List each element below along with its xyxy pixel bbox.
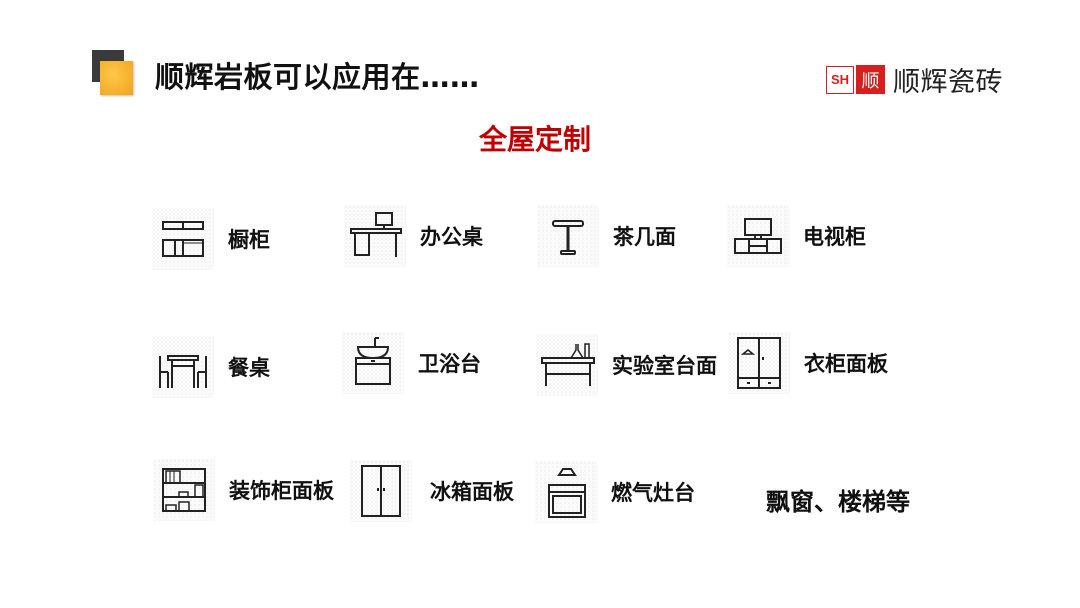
item-label: 办公桌 [420, 225, 483, 249]
item-decorative-cabinet: 装饰柜面板 [153, 459, 334, 521]
item-label: 实验室台面 [612, 354, 717, 378]
item-dining-table: 餐桌 [152, 336, 270, 398]
item-label: 橱柜 [228, 228, 270, 252]
item-wardrobe: 衣柜面板 [728, 332, 888, 394]
bullet-front-square [100, 61, 133, 95]
item-office-desk: 办公桌 [344, 205, 483, 267]
item-refrigerator-panel: 冰箱面板 [350, 460, 514, 522]
stove-icon [535, 461, 597, 523]
item-label: 电视柜 [803, 225, 866, 249]
wardrobe-icon [728, 332, 790, 394]
bathroom-vanity-icon [342, 332, 404, 394]
item-label: 燃气灶台 [611, 481, 695, 505]
item-label: 餐桌 [228, 356, 270, 380]
logo-sh-badge: SH [826, 65, 854, 94]
office-desk-icon [344, 205, 406, 267]
item-label: 装饰柜面板 [229, 479, 334, 503]
item-tv-cabinet: 电视柜 [727, 205, 866, 267]
page-title: 顺辉岩板可以应用在…… [155, 60, 480, 94]
section-title: 全屋定制 [478, 123, 591, 156]
tv-cabinet-icon [727, 205, 789, 267]
logo-brand-name: 顺辉瓷砖 [893, 67, 1003, 98]
item-gas-stove: 燃气灶台 [535, 461, 695, 523]
kitchen-cabinet-icon [152, 208, 214, 270]
brand-logo: SH 顺 顺辉瓷砖 [826, 60, 1003, 99]
coffee-table-icon [537, 205, 599, 267]
item-label: 茶几面 [613, 225, 676, 249]
item-coffee-table: 茶几面 [537, 205, 676, 267]
lab-bench-icon [536, 334, 598, 396]
refrigerator-icon [350, 460, 412, 522]
item-label: 衣柜面板 [804, 352, 888, 376]
logo-shun-badge: 顺 [856, 65, 885, 94]
item-kitchen-cabinet: 橱柜 [152, 208, 270, 270]
extra-applications-label: 飘窗、楼梯等 [766, 488, 910, 516]
bookshelf-icon [153, 459, 215, 521]
title-bullet-icon [92, 50, 138, 100]
item-bathroom-vanity: 卫浴台 [342, 332, 481, 394]
item-lab-bench: 实验室台面 [536, 334, 717, 396]
dining-table-icon [152, 336, 214, 398]
item-label: 冰箱面板 [430, 480, 514, 504]
item-label: 卫浴台 [418, 352, 481, 376]
